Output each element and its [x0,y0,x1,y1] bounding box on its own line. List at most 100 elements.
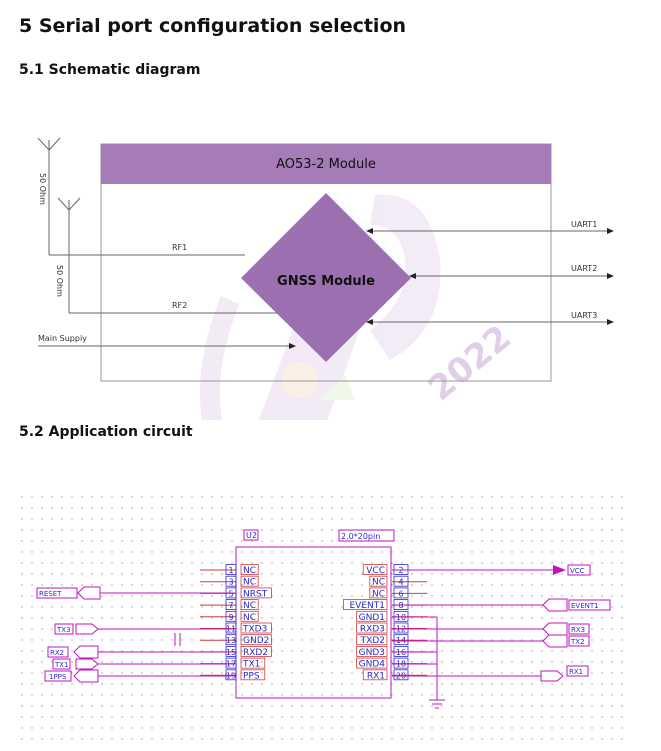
left-pin-number: 7 [228,601,233,610]
uart2-left-arrow-icon [409,273,416,279]
schematic-heading: 5.1 Schematic diagram [19,62,201,78]
tx3-net-box [54,623,74,635]
main-supply-label: Main Suppiy [38,334,87,343]
tx3-port-icon [75,623,99,635]
module-header [101,144,551,184]
net-label-rx2: RX2 [50,649,64,657]
connector-outline [235,546,392,699]
right-pin-name-box [356,610,388,622]
left-pin-name: TX1 [242,660,260,670]
left-pin-name-box [240,587,272,599]
right-pin-name: GND4 [359,660,386,670]
right-pin-number-box [393,657,409,669]
left-pin-number: 9 [228,613,233,622]
left-pin-name: NC [243,613,256,623]
tx1-net-box [52,658,71,670]
left-pin-name: NC [243,566,256,576]
1pps-port-icon [73,669,99,683]
reset-net-box [36,587,78,599]
right-pin-number-box [393,587,409,599]
rx2-port-icon [73,645,99,659]
uart3-label: UART3 [571,311,597,320]
right-pin-name: RXD3 [360,625,385,635]
right-pin-name: TXD2 [360,636,385,646]
event1-net-box [568,599,611,611]
schematic-diagram: 2022 AO53-2 Module 50 Ohm 50 Ohm RF1 RF2… [37,137,614,420]
left-pin-name-box [240,610,259,622]
tx2-port-icon [542,634,568,648]
package-box [338,529,395,542]
module-title: AO53-2 Module [276,157,376,172]
right-pin-name-box [356,622,388,634]
rx1-net-box [566,665,589,677]
tx1-port-icon [75,658,99,670]
left-pin-name-box [240,575,259,587]
left-pin-name: TXD3 [242,625,267,635]
ohm-label-right: 50 Ohm [55,265,64,297]
right-pin-name-box [369,575,388,587]
reset-port-icon [77,586,101,600]
gnss-module-diamond [241,193,411,362]
vcc-net-box [567,564,591,576]
right-pin-name: NC [372,578,385,588]
main-supply-arrow-icon [289,343,296,349]
net-label-tx1: TX1 [54,661,69,669]
left-pin-name: NC [243,578,256,588]
left-pin-name: NC [243,601,256,611]
event1-port-icon [542,598,568,612]
left-pin-name-box [240,599,259,610]
net-label-event1: EVENT1 [571,602,599,610]
right-pin-number-box [393,610,409,622]
left-pin-number-box [225,622,237,634]
rf1-label: RF1 [172,243,187,252]
left-pin-name: RXD2 [243,648,268,658]
left-pin-name: GND2 [243,636,269,646]
right-pin-name-box [362,564,388,575]
antenna-2-icon [57,197,81,313]
left-pin-name-box [240,634,272,646]
uart3-left-arrow-icon [366,319,373,325]
left-pin-number: 13 [226,636,236,645]
tx2-net-box [568,635,590,647]
ohm-label-left: 50 Ohm [38,173,47,205]
component-ref: U2 [246,531,257,540]
right-pin-name-box [342,599,388,610]
uart2-label: UART2 [571,264,597,273]
right-pin-number-box [393,669,409,681]
right-pin-name-box [369,587,388,599]
right-pin-number: 8 [398,601,403,610]
ref-box [243,529,259,541]
vcc-arrow-icon [553,565,566,575]
right-pin-name: NC [372,589,385,599]
left-pin-name-box [240,564,259,575]
left-pin-name-box [240,669,266,681]
left-pin-number-box [225,610,237,622]
rx3-net-box [568,623,590,635]
1pps-net-box [44,670,72,682]
section-title: 5 Serial port configuration selection [19,15,407,37]
right-pin-number-box [393,575,409,587]
right-pin-number-box [393,646,409,657]
left-pin-number-box [225,669,237,681]
rx3-port-icon [542,622,568,636]
net-label-rx1: RX1 [569,668,583,676]
right-pin-name-box [356,634,388,646]
net-label-1pps: 1PPS [49,673,67,681]
left-pin-name: NRST [243,589,268,599]
left-pin-number: 3 [228,578,233,587]
uart1-left-arrow-icon [366,228,373,234]
rf2-label: RF2 [172,301,187,310]
right-pin-name: RX1 [367,671,385,681]
uart2-right-arrow-icon [607,273,614,279]
right-pin-name-box [362,669,388,681]
uart3-right-arrow-icon [607,319,614,325]
circuit-heading: 5.2 Application circuit [19,424,193,440]
rx1-port-icon [540,670,564,682]
left-pin-name-box [240,622,272,634]
net-label-tx2: TX2 [570,638,585,646]
right-pin-number: 6 [398,589,403,598]
antenna-1-icon [37,137,61,255]
left-pin-name-box [240,646,272,657]
gnss-module-label: GNSS Module [277,274,375,289]
